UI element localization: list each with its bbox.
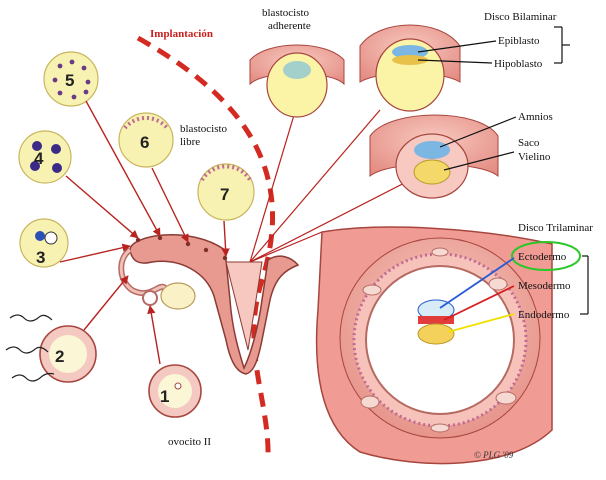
implantation-label: Implantación [150,28,213,40]
implantation-boundary-line [136,35,275,461]
ovary [160,282,196,310]
adherent-blastocyst-label-line2: adherente [268,20,311,32]
mesoderm-pointer [443,285,515,321]
stage-3-zygote: 3 [19,218,69,268]
free-blastocyst-label-line2: libre [180,136,200,148]
free-blastocyst-label-line1: blastocisto [180,123,228,135]
stage-1-oocyte: 1 [148,364,202,418]
stage-1-number: 1 [160,387,169,406]
endoderm-pointer [447,313,515,333]
stage-2-fertilization: 2 [5,314,97,383]
adherent-blastocyst-label-line1: blastocisto [262,7,310,19]
endoderm-label: Endodermo [518,309,570,321]
uterus [129,234,300,375]
amnion-label: Amnios [518,111,553,123]
bilaminar-disc-panel [359,24,461,112]
yolk-sac-label-line1: Saco [518,137,540,149]
trilaminar-bracket [580,255,589,315]
stage-7-blastocyst: 7 [197,163,255,221]
implanted-embryo-large [315,226,553,465]
hypoblast-pointer [417,59,493,64]
stage-6-number: 6 [140,133,149,152]
yolk-sac-label-line2: Vielino [518,151,551,163]
stage-2-number: 2 [55,347,64,366]
epiblast-pointer [417,40,497,53]
stage-7-number: 7 [220,185,229,204]
amnion-pointer [439,116,517,148]
ovulated-oocyte [142,290,158,306]
stage-4-number: 4 [34,149,44,168]
ectoderm-highlight-ring [511,241,581,271]
stage-5-morula: 5 [43,51,99,107]
hypoblast-label: Hipoblasto [494,58,543,70]
epiblast-label: Epiblasto [498,35,540,47]
bilaminar-bracket [554,26,570,64]
artist-signature: © PLG '09 [474,450,514,460]
stage-4-four-cell: 4 [18,130,72,184]
oocyte-label: ovocito II [168,436,211,448]
mesoderm-label: Mesodermo [518,280,571,292]
trilaminar-disc-label: Disco Trilaminar [518,222,593,234]
stage-3-number: 3 [36,248,45,267]
adherent-blastocyst-panel [249,44,345,118]
tube-transit-dots [135,235,228,261]
amnion-yolk-panel [369,114,499,199]
yolk-sac-pointer [443,151,515,171]
ectoderm-pointer [439,257,515,309]
stage-5-number: 5 [65,71,74,90]
ectoderm-label: Ectodermo [518,251,567,263]
panel-connector-lines [249,94,421,263]
fallopian-tube [118,247,168,297]
transit-arrows [59,100,230,365]
bilaminar-disc-label: Disco Bilaminar [484,11,557,23]
stage-6-free-blastocyst: 6 [118,112,174,168]
